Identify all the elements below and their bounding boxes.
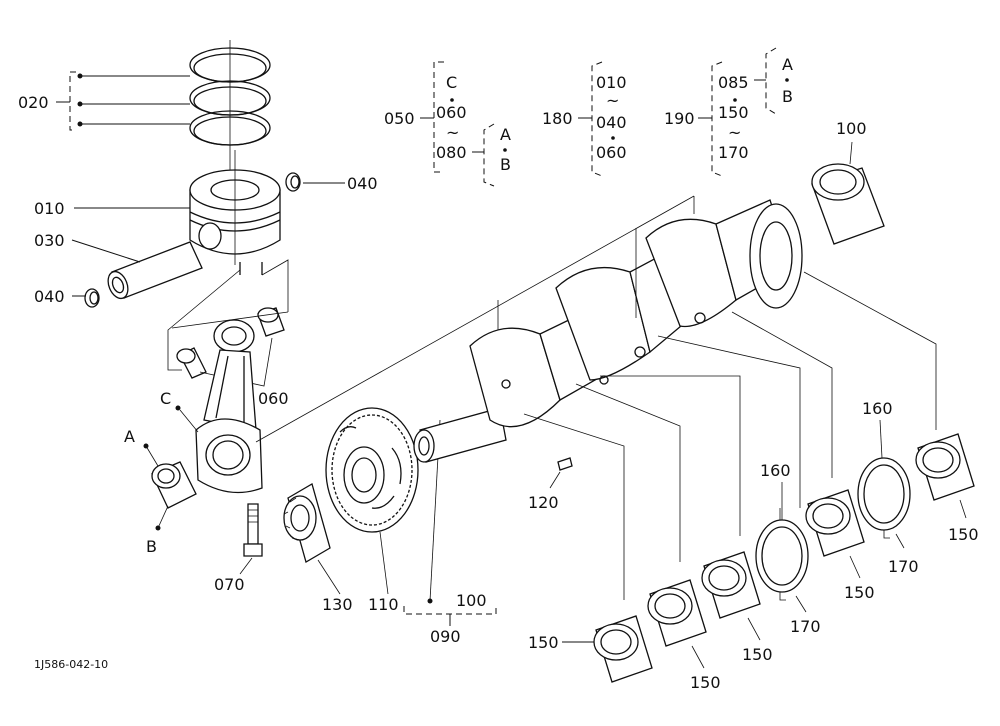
svg-text:B: B bbox=[782, 87, 793, 106]
piston-rings bbox=[189, 40, 271, 175]
label-040-left: 040 bbox=[34, 287, 65, 306]
label-C: C bbox=[160, 389, 171, 408]
crankshaft-gear bbox=[283, 483, 331, 563]
main-bearing-2 bbox=[647, 579, 707, 647]
label-040-right: 040 bbox=[347, 174, 378, 193]
label-170-2: 170 bbox=[888, 557, 919, 576]
circlip-right bbox=[285, 172, 301, 192]
svg-text:B: B bbox=[500, 155, 511, 174]
main-bearing-5 bbox=[915, 433, 975, 501]
variant-group-190: 190 085 150 ~ 170 A B bbox=[664, 47, 793, 177]
label-150-5: 150 bbox=[948, 525, 979, 544]
svg-text:050: 050 bbox=[384, 109, 415, 128]
thrust-washer-2 bbox=[857, 457, 911, 539]
label-150-3: 150 bbox=[742, 645, 773, 664]
woodruff-key bbox=[557, 457, 573, 471]
label-130: 130 bbox=[322, 595, 353, 614]
main-bearing-4 bbox=[805, 489, 865, 557]
label-100-crank: 100 bbox=[456, 591, 487, 610]
svg-text:C: C bbox=[446, 73, 457, 92]
label-030: 030 bbox=[34, 231, 65, 250]
label-150-2: 150 bbox=[690, 673, 721, 692]
thrust-washer-1 bbox=[755, 519, 809, 601]
svg-text:040: 040 bbox=[596, 113, 627, 132]
small-end-bushing-left bbox=[176, 347, 207, 379]
svg-text:~: ~ bbox=[728, 123, 741, 142]
label-160-2: 160 bbox=[862, 399, 893, 418]
label-170-1: 170 bbox=[790, 617, 821, 636]
drawing-code: 1J586-042-10 bbox=[34, 658, 108, 671]
svg-text:~: ~ bbox=[446, 123, 459, 142]
circlip-left bbox=[84, 288, 100, 308]
svg-text:190: 190 bbox=[664, 109, 695, 128]
label-010: 010 bbox=[34, 199, 65, 218]
label-150-1: 150 bbox=[528, 633, 559, 652]
big-end-bearing bbox=[151, 461, 197, 509]
label-020: 020 bbox=[18, 93, 49, 112]
svg-text:060: 060 bbox=[436, 103, 467, 122]
piston bbox=[189, 150, 281, 275]
label-060: 060 bbox=[258, 389, 289, 408]
crankshaft bbox=[413, 199, 803, 463]
label-A: A bbox=[124, 427, 135, 446]
label-120: 120 bbox=[528, 493, 559, 512]
idle-gear bbox=[325, 407, 419, 533]
label-100-bearing: 100 bbox=[836, 119, 867, 138]
svg-text:A: A bbox=[500, 125, 511, 144]
label-110: 110 bbox=[368, 595, 399, 614]
svg-text:170: 170 bbox=[718, 143, 749, 162]
label-090: 090 bbox=[430, 627, 461, 646]
label-160-1: 160 bbox=[760, 461, 791, 480]
svg-text:060: 060 bbox=[596, 143, 627, 162]
label-070: 070 bbox=[214, 575, 245, 594]
svg-text:~: ~ bbox=[606, 91, 619, 110]
svg-text:010: 010 bbox=[596, 73, 627, 92]
svg-text:080: 080 bbox=[436, 143, 467, 162]
svg-text:150: 150 bbox=[718, 103, 749, 122]
connecting-rod bbox=[195, 319, 263, 494]
label-B: B bbox=[146, 537, 157, 556]
variant-group-050: 050 C 060 ~ 080 A B bbox=[384, 61, 511, 187]
piston-pin bbox=[107, 241, 203, 300]
svg-text:085: 085 bbox=[718, 73, 749, 92]
small-end-bushing-right bbox=[257, 307, 285, 337]
label-150-4: 150 bbox=[844, 583, 875, 602]
main-bearing-1 bbox=[593, 615, 653, 683]
svg-text:180: 180 bbox=[542, 109, 573, 128]
variant-group-180: 180 010 ~ 040 060 bbox=[542, 61, 627, 177]
rod-bolt bbox=[243, 503, 263, 557]
main-bearing-rear bbox=[811, 163, 885, 245]
svg-text:A: A bbox=[782, 55, 793, 74]
main-bearing-3 bbox=[701, 551, 761, 619]
